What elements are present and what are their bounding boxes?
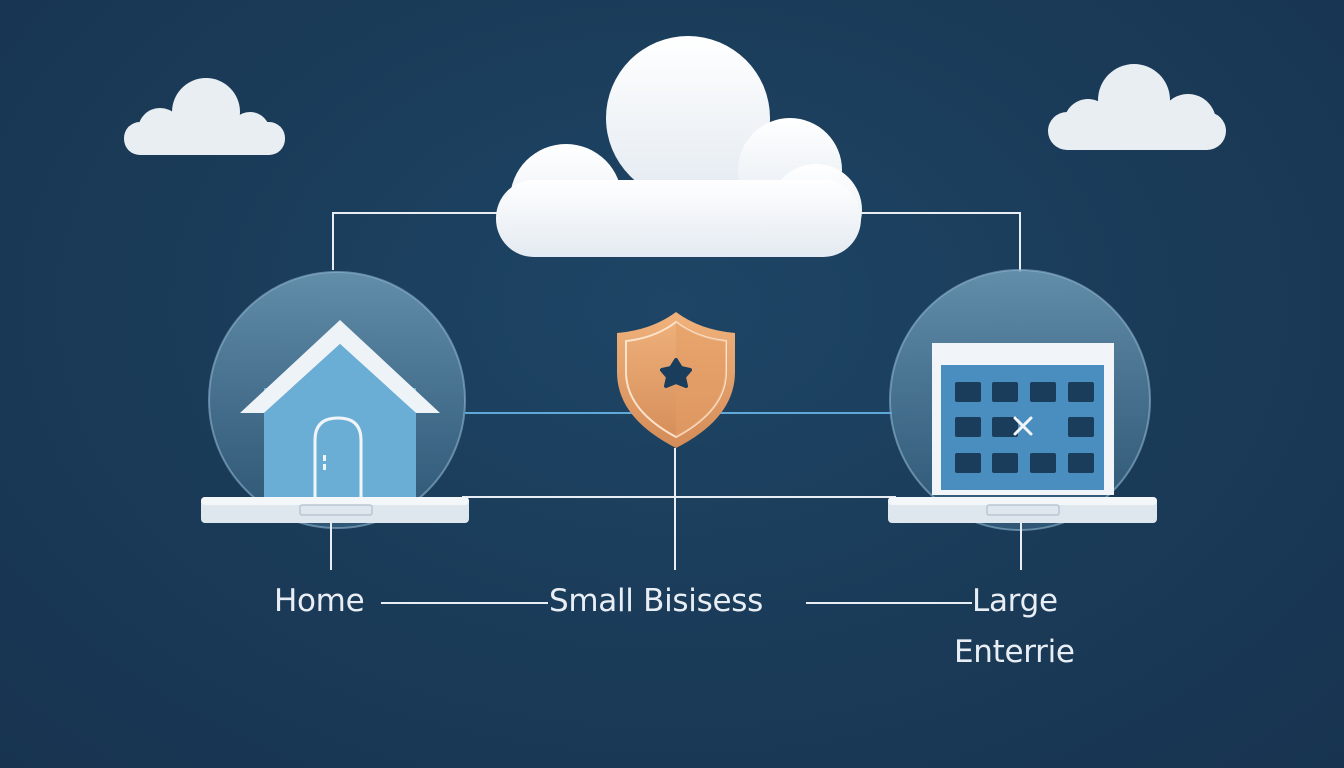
shield-icon — [617, 312, 735, 448]
building-icon — [932, 343, 1114, 495]
cloud-icon — [496, 36, 862, 257]
home-platform — [201, 497, 469, 523]
x-icon — [1013, 416, 1033, 436]
small-cloud-right-icon — [1048, 64, 1226, 150]
house-icon — [240, 320, 440, 500]
enterprise-platform — [888, 497, 1157, 523]
cloud-connector-lines — [332, 212, 1021, 272]
small-cloud-left-icon — [124, 78, 285, 155]
large-enterprise-label-line2: Enterrie — [954, 634, 1075, 670]
label-connector-lines — [330, 448, 1022, 604]
large-enterprise-label-line1: Large — [972, 583, 1058, 619]
enterprise-node — [889, 269, 1151, 531]
home-label: Home — [274, 583, 365, 619]
home-node — [208, 271, 466, 529]
small-business-label: Small Bisisess — [549, 583, 763, 619]
